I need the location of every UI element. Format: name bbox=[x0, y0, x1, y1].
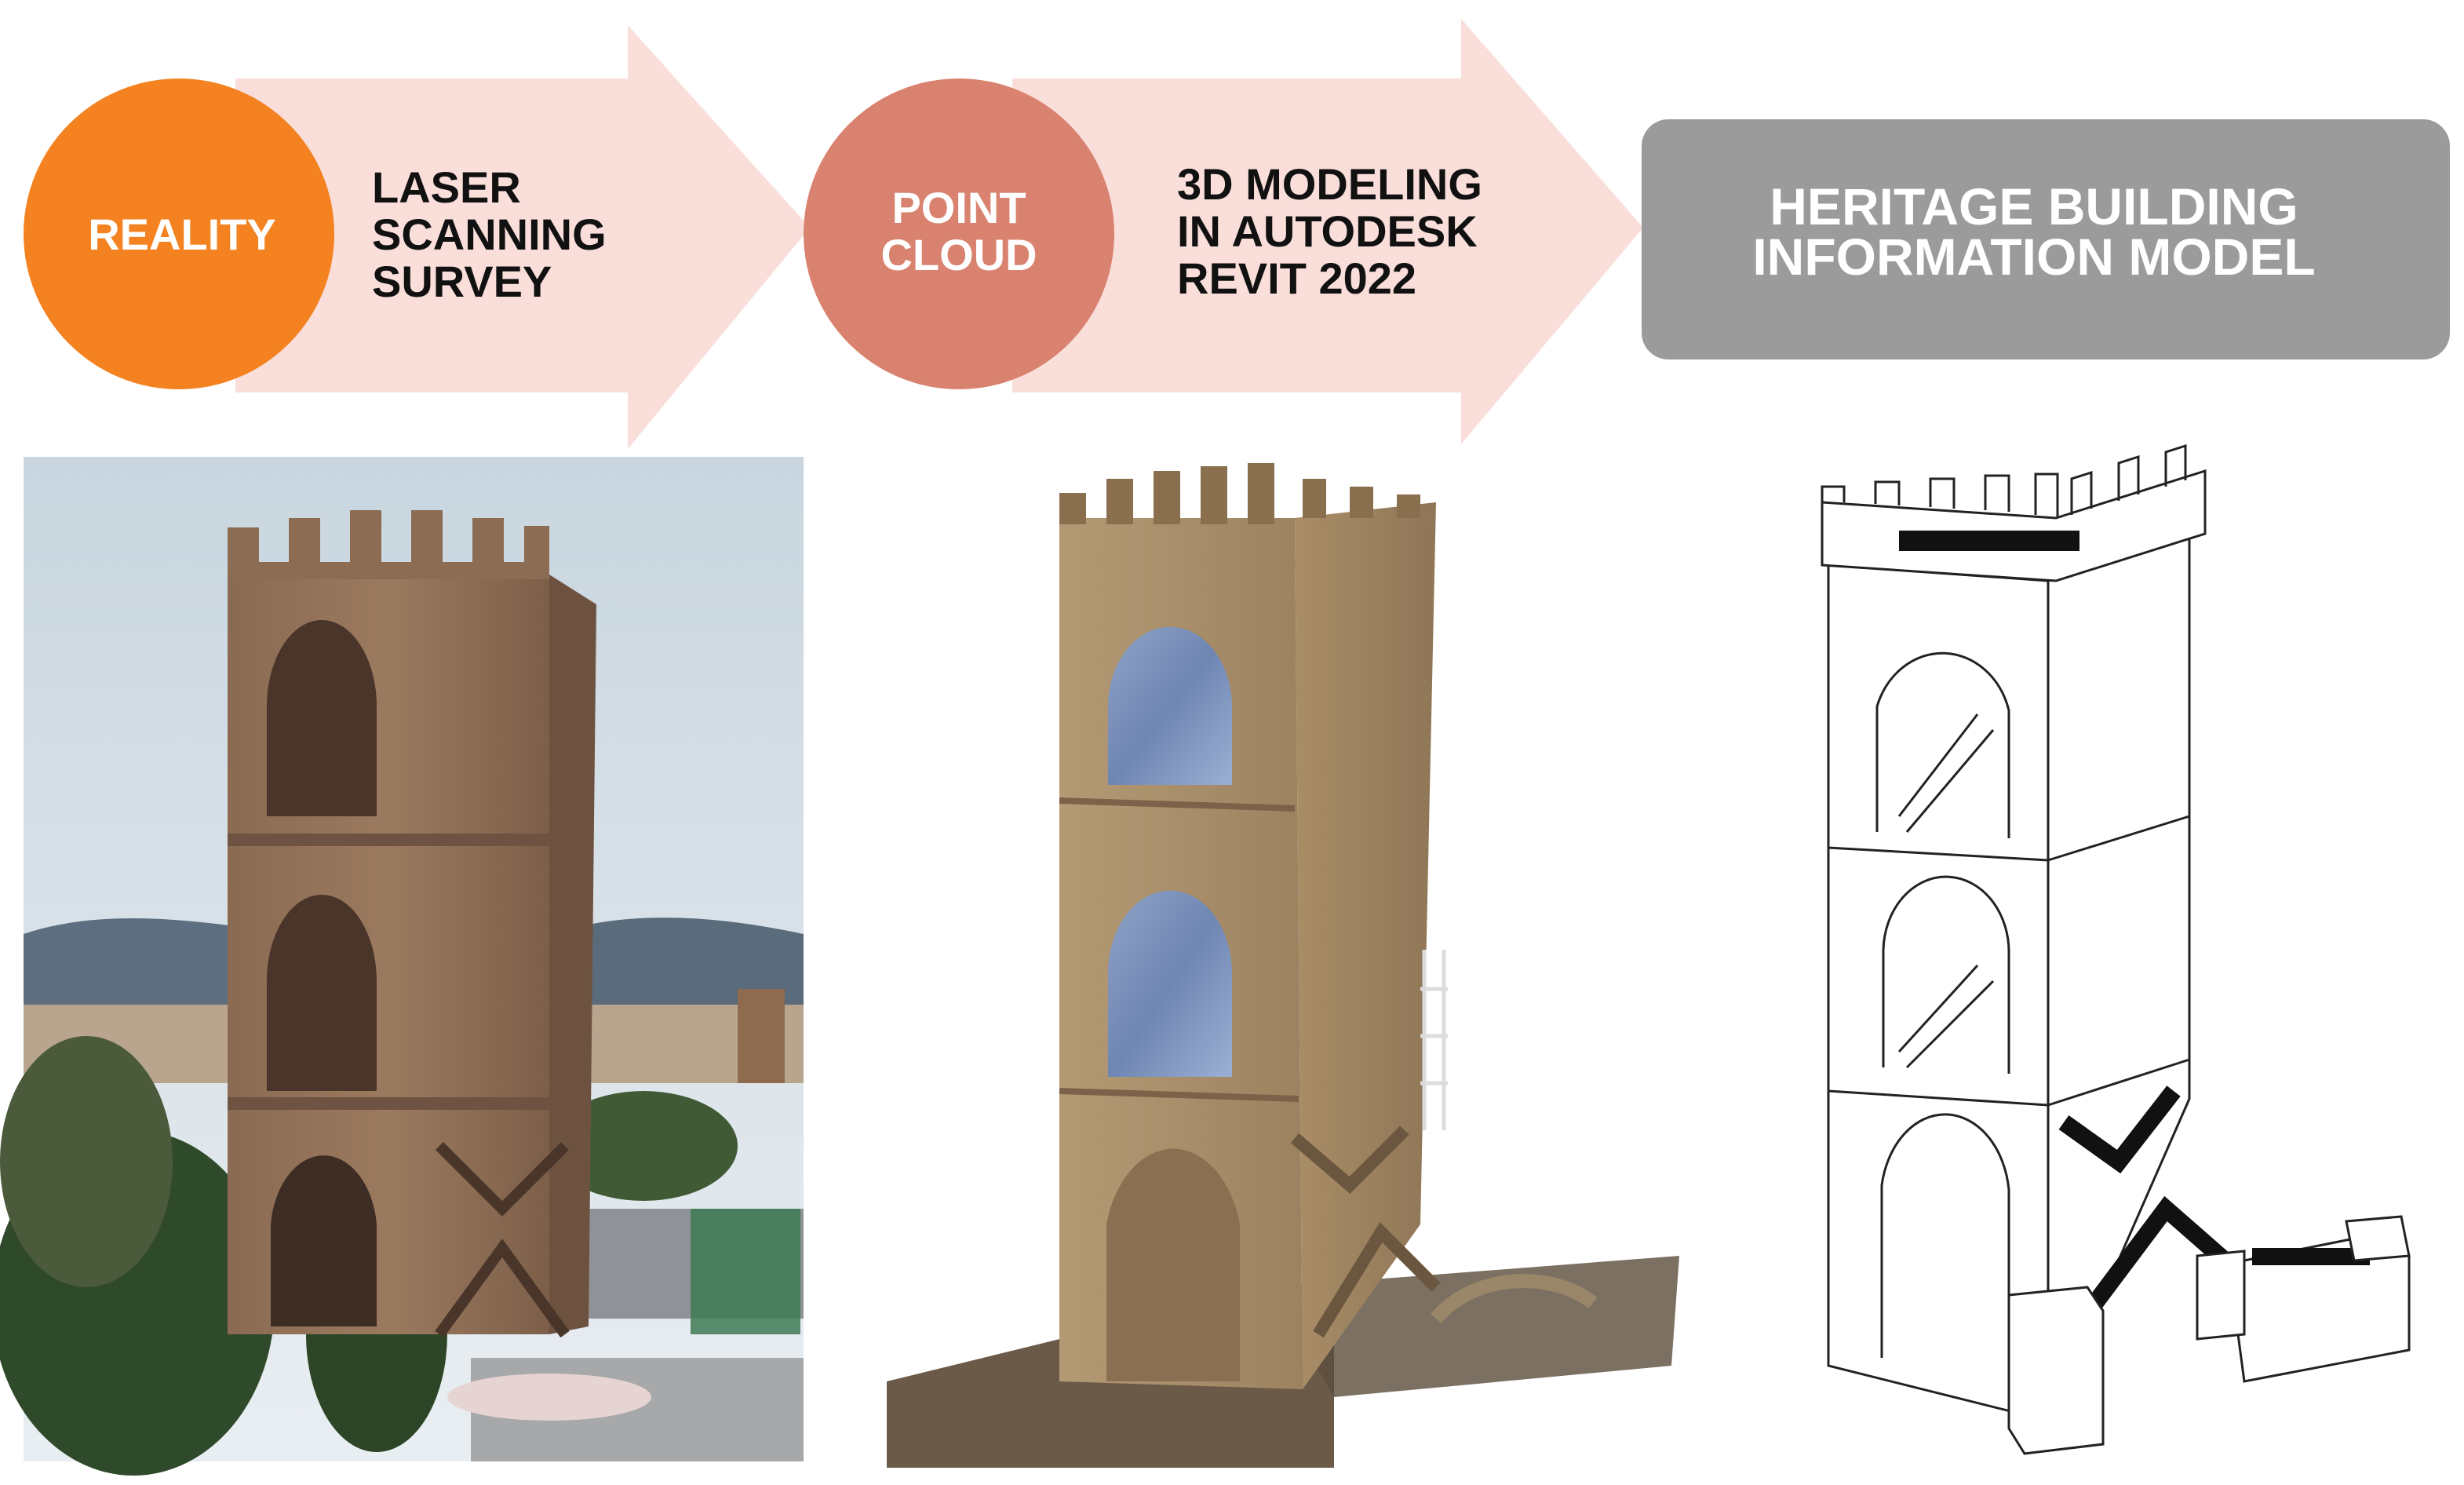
tower-photo bbox=[0, 457, 804, 1476]
laser-scanning-line: LASER bbox=[372, 162, 521, 212]
modeling-line: REVIT 2022 bbox=[1177, 254, 1416, 303]
modeling-label: 3D MODELING IN AUTODESK REVIT 2022 bbox=[1177, 159, 1482, 303]
modeling-line: 3D MODELING bbox=[1177, 159, 1482, 209]
reality-circle bbox=[24, 78, 334, 389]
point-cloud-line: CLOUD bbox=[880, 230, 1037, 279]
laser-scanning-line: SCANNING bbox=[372, 210, 607, 259]
point-cloud-circle bbox=[804, 78, 1114, 389]
hbim-result-box bbox=[1642, 119, 2450, 359]
hbim-result-line: HERITAGE BUILDING bbox=[1770, 177, 2298, 235]
tower-point-cloud bbox=[887, 463, 1679, 1468]
process-arrow-1 bbox=[235, 25, 810, 449]
laser-scanning-line: SURVEY bbox=[372, 257, 552, 306]
point-cloud-line: POINT bbox=[891, 183, 1026, 232]
hbim-result-line: INFORMATION MODEL bbox=[1752, 228, 2315, 286]
hbim-result-label: HERITAGE BUILDING INFORMATION MODEL bbox=[1752, 177, 2315, 286]
tower-hbim-line-drawing bbox=[1821, 443, 2411, 1455]
laser-scanning-label: LASER SCANNING SURVEY bbox=[372, 162, 607, 306]
process-arrow-2 bbox=[1012, 19, 1643, 444]
modeling-line: IN AUTODESK bbox=[1177, 206, 1478, 256]
point-cloud-label: POINT CLOUD bbox=[880, 183, 1037, 279]
reality-label: REALITY bbox=[88, 210, 276, 259]
